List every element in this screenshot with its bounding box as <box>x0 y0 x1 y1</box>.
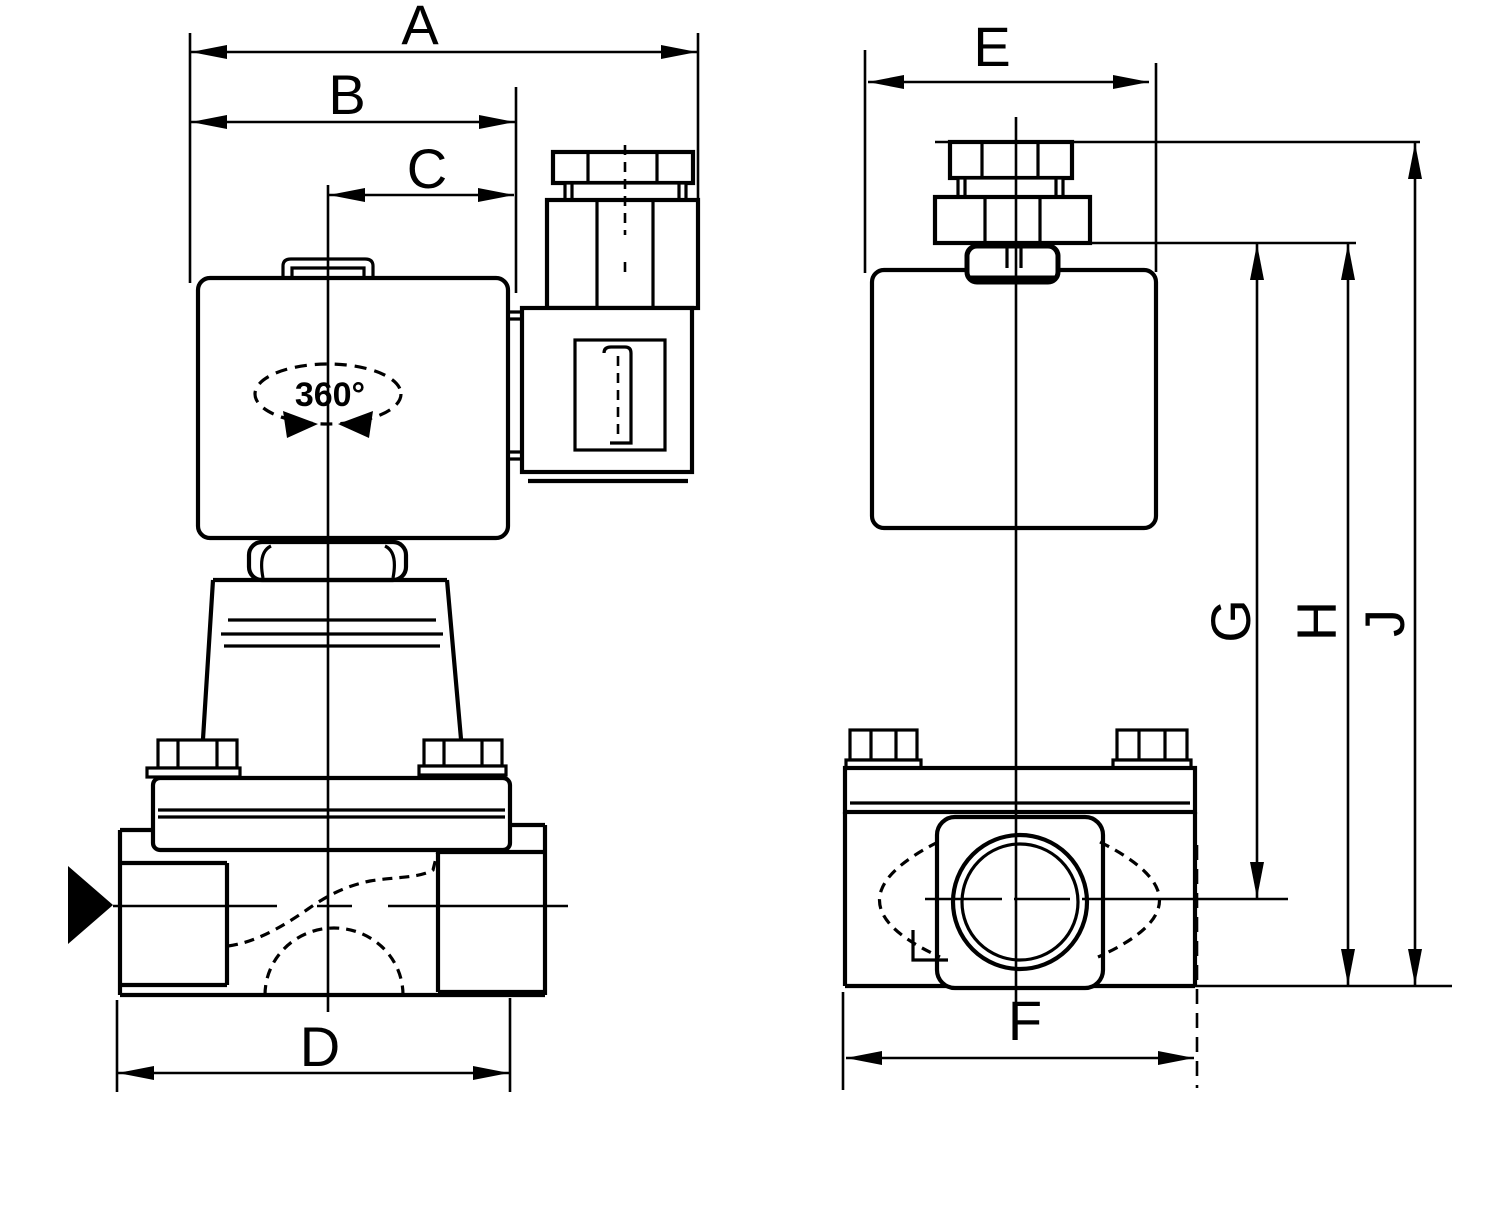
connector-centerline <box>616 145 627 438</box>
boss-step <box>911 930 948 962</box>
port-thread-inner <box>960 842 1080 962</box>
dim-a-label: A <box>401 0 439 56</box>
dimension-e: E <box>863 15 1158 273</box>
rotation-arrow-left <box>283 411 318 438</box>
dimension-c: C <box>329 137 514 202</box>
dimension-h: H <box>1285 244 1355 985</box>
dim-f-label: F <box>1008 989 1042 1052</box>
coil-body-front <box>869 267 1159 531</box>
dim-a-extensions <box>188 33 700 308</box>
coil-body <box>195 275 511 541</box>
coil-nut-facets <box>260 544 396 579</box>
dim-b-label: B <box>328 63 365 126</box>
dim-c-label: C <box>407 137 447 200</box>
dimension-j: J <box>1353 143 1422 985</box>
rotation-ellipse <box>253 362 403 426</box>
flange-front <box>842 765 1198 815</box>
dimension-f: F <box>841 989 1194 1090</box>
dim-d-label: D <box>300 1015 340 1078</box>
body-outline-side <box>117 822 548 998</box>
side-view: 360° A B <box>68 0 701 1092</box>
bolt-front-right <box>1111 728 1193 770</box>
connector-gland <box>544 197 701 311</box>
rotation-arrow-right <box>338 411 373 438</box>
front-view: E F G H J <box>841 15 1452 1090</box>
bolt-right <box>417 738 508 777</box>
connector-terminal <box>602 345 633 445</box>
flange-lines <box>158 808 505 819</box>
dimension-b: B <box>191 63 518 293</box>
connector-hex-front <box>932 194 1093 246</box>
dim-g-label: G <box>1199 599 1262 643</box>
connector-cap <box>550 149 696 186</box>
dim-e-extensions <box>863 50 1158 273</box>
connector-front <box>932 139 1093 246</box>
bonnet-rings <box>221 618 443 648</box>
connector-window <box>573 338 667 452</box>
port-right-bore <box>435 849 545 995</box>
flange-side <box>150 775 513 853</box>
dimension-a: A <box>188 0 700 308</box>
bolt-front-left <box>844 728 923 770</box>
retaining-nut <box>964 243 1061 285</box>
connector-side <box>506 145 701 484</box>
connector-tabs <box>506 310 524 461</box>
rotation-label: 360° <box>295 376 365 414</box>
bonnet-outline <box>200 577 464 740</box>
dim-j-label: J <box>1353 609 1416 637</box>
dimension-d: D <box>115 998 512 1092</box>
flow-path-hidden <box>227 853 439 948</box>
dim-d-extensions <box>115 998 512 1092</box>
seat-dome-hidden <box>263 926 405 996</box>
dim-e-label: E <box>973 15 1010 78</box>
bolt-left <box>145 738 242 779</box>
inlet-flow-arrow <box>68 866 113 944</box>
dim-h-label: H <box>1285 601 1348 641</box>
dimension-g: G <box>1199 244 1264 898</box>
connector-cap-front <box>947 139 1075 181</box>
port-left-bore <box>120 860 230 988</box>
port-thread-outer <box>950 832 1090 972</box>
